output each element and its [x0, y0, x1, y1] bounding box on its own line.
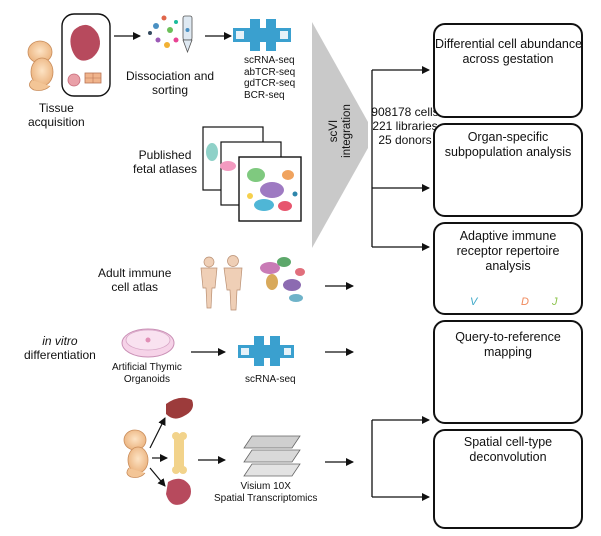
- spleen-lower-icon: [166, 478, 191, 505]
- seq-method: gdTCR-seq: [244, 78, 296, 89]
- organoids-label: Artificial Thymic Organoids: [112, 362, 182, 385]
- sequencing-chip-icon: [233, 19, 291, 51]
- organoid-seq-label: scRNA-seq: [245, 374, 296, 385]
- output-box-abundance: Differential cell abundance across gesta…: [433, 23, 583, 118]
- j-segment-label: J: [552, 296, 558, 308]
- adult-atlas-umap-icon: [260, 257, 305, 302]
- integration-stats: 908178 cells 221 libraries 25 donors: [368, 105, 442, 147]
- seq-method: abTCR-seq: [244, 66, 296, 78]
- spleen-icon: [70, 24, 100, 61]
- sorting-tube-icon: [182, 15, 193, 54]
- differentiation-text: differentiation: [24, 348, 96, 362]
- output-box-mapping: Query-to-reference mapping: [433, 320, 583, 424]
- published-atlases-illustration: [202, 126, 302, 222]
- thymus-icon: [67, 73, 81, 87]
- seq-method: BCR-seq: [244, 89, 285, 101]
- adult-atlas-label: Adult immune cell atlas: [98, 266, 172, 294]
- output-title: Adaptive immune receptor repertoire anal…: [456, 229, 560, 273]
- dissociation-label: Dissociation and sorting: [126, 69, 215, 97]
- published-atlases-label: Published fetal atlases: [133, 148, 198, 176]
- dissociated-cells-icon: [148, 15, 179, 48]
- tissue-acquisition-illustration: [27, 13, 111, 97]
- integration-funnel: [312, 22, 368, 248]
- umap-icon: [206, 143, 298, 211]
- liver-icon: [166, 397, 193, 419]
- output-title: Differential cell abundance across gesta…: [435, 37, 583, 66]
- seq-method: scRNA-seq: [244, 55, 295, 66]
- output-title: Query-to-reference mapping: [455, 330, 561, 359]
- in-vitro-differentiation-label: in vitro differentiation: [24, 334, 96, 362]
- seq-methods-list: scRNA-seq abTCR-seq gdTCR-seq BCR-seq: [244, 55, 295, 101]
- organoid-sequencing-chip-icon: [238, 336, 294, 366]
- output-title: Spatial cell-type deconvolution: [463, 435, 553, 464]
- visium-label: Visium 10X Spatial Transcriptomics: [214, 481, 318, 504]
- in-vitro-text: in vitro: [42, 334, 78, 348]
- scvi-integration-label: scVI integration: [328, 104, 353, 158]
- organoid-dish-icon: [121, 328, 175, 358]
- tissue-acquisition-label: Tissue acquisition: [28, 101, 85, 129]
- v-segment-label: V: [470, 296, 478, 308]
- output-title: Organ-specific subpopulation analysis: [444, 130, 572, 159]
- fetus-icon: [27, 40, 54, 91]
- stat-donors: 25 donors: [378, 133, 432, 147]
- spatial-fetus-icon: [123, 429, 149, 478]
- stat-cells: 908178 cells: [371, 105, 439, 119]
- output-box-repertoire: Adaptive immune receptor repertoire anal…: [433, 222, 583, 315]
- adult-human-figures-icon: [200, 255, 243, 311]
- d-segment-label: D: [521, 296, 529, 308]
- bone-icon: [172, 432, 187, 474]
- stat-libraries: 221 libraries: [372, 119, 438, 133]
- output-box-spatial: Spatial cell-type deconvolution: [433, 429, 583, 529]
- visium-slides-icon: [243, 435, 301, 477]
- output-connectors: [371, 66, 430, 501]
- output-box-organ-specific: Organ-specific subpopulation analysis: [433, 123, 583, 217]
